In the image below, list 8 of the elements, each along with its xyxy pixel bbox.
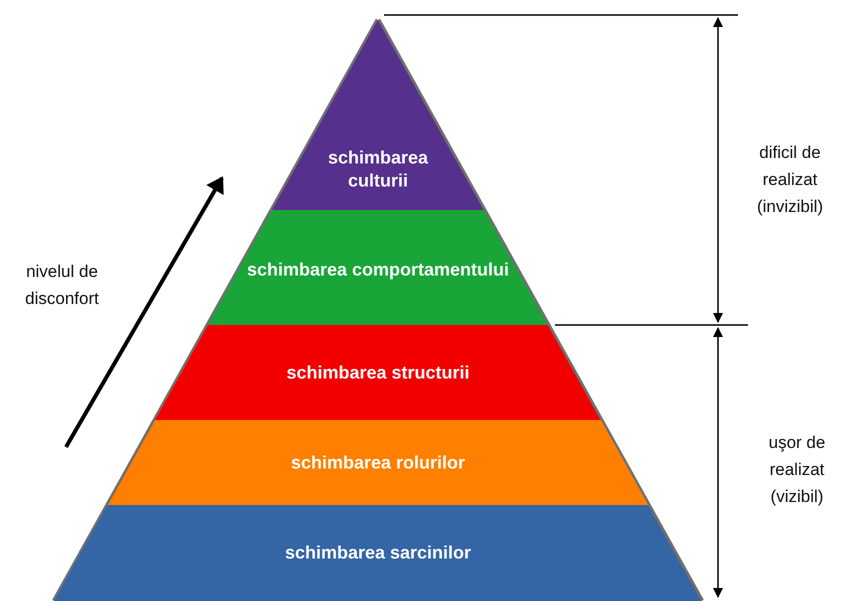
side-label: nivelul de disconfort bbox=[24, 260, 100, 310]
level-label: schimbarea structurii bbox=[286, 361, 470, 384]
level-label: schimbarea sarcinilor bbox=[284, 541, 472, 564]
level-label: schimbarea culturii bbox=[326, 146, 430, 193]
side-label: uşor de realizat (vizibil) bbox=[768, 432, 826, 509]
side-label: dificil de realizat (invizibil) bbox=[756, 142, 824, 219]
level-label: schimbarea comportamentului bbox=[246, 258, 510, 282]
level-label: schimbarea rolurilor bbox=[290, 451, 466, 474]
